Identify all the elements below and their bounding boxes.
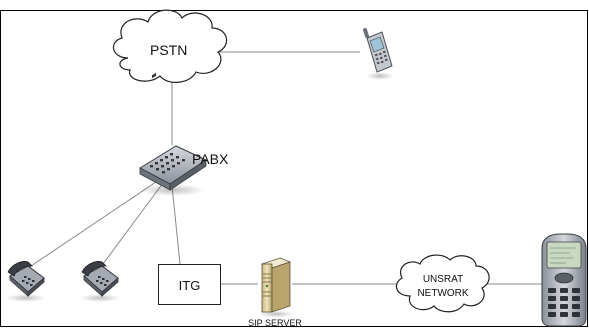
link-pabx-itg bbox=[171, 185, 181, 265]
diagram-frame bbox=[0, 10, 588, 327]
server-icon bbox=[258, 257, 294, 318]
mobile-phone-icon bbox=[362, 28, 394, 80]
sip-server-label: SIP SERVER bbox=[248, 318, 302, 328]
link-pabx-phone-1 bbox=[27, 181, 157, 269]
unsrat-label-line1: UNSRAT bbox=[423, 274, 463, 285]
desk-phone-icon bbox=[80, 261, 120, 302]
itg-label: ITG bbox=[179, 278, 201, 293]
links bbox=[27, 51, 542, 285]
itg-box: ITG bbox=[158, 264, 221, 305]
link-pabx-phone-2 bbox=[99, 182, 164, 269]
desk-phone-icon bbox=[6, 261, 46, 302]
pabx-label: PABX bbox=[192, 151, 229, 167]
pstn-cloud-icon: PSTN bbox=[112, 9, 228, 83]
unsrat-label-line2: NETWORK bbox=[417, 288, 468, 299]
pstn-label: PSTN bbox=[150, 42, 187, 58]
unsrat-network-cloud-icon: UNSRAT NETWORK bbox=[395, 254, 490, 313]
pabx-switch-icon bbox=[138, 72, 208, 196]
ip-phone-icon bbox=[541, 233, 587, 327]
